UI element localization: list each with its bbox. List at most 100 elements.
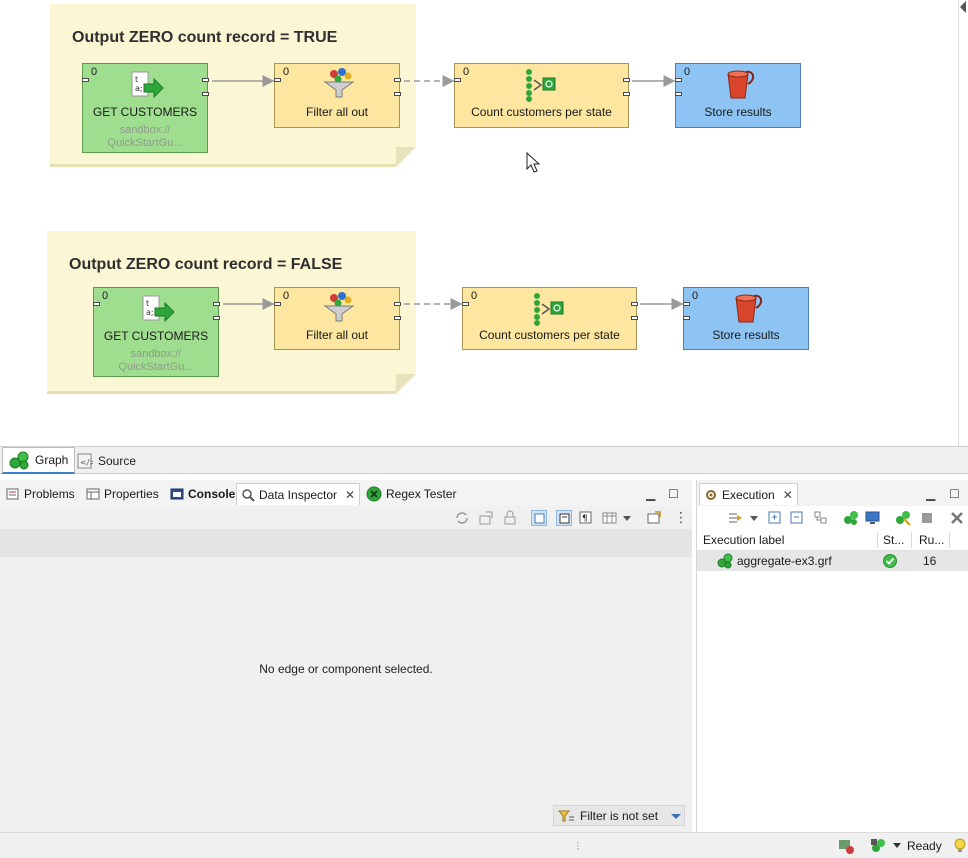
- tab-problems[interactable]: Problems: [2, 483, 79, 505]
- lightbulb-icon[interactable]: [954, 838, 966, 854]
- tree-icon[interactable]: [813, 510, 829, 526]
- component-label: Count customers per state: [479, 328, 620, 342]
- monitor-icon[interactable]: [865, 510, 881, 526]
- data-inspector-toolbar: ¶ ⋮: [0, 507, 692, 529]
- tab-regex-tester[interactable]: Regex Tester: [362, 483, 460, 505]
- graph-debug-icon[interactable]: [895, 510, 911, 526]
- collapse-all-icon[interactable]: [789, 510, 805, 526]
- input-port[interactable]: [462, 302, 469, 306]
- minimize-icon[interactable]: ▁: [646, 487, 656, 501]
- writer-bucket-icon: [735, 294, 762, 323]
- graph-status-icon[interactable]: [870, 838, 888, 854]
- output-port[interactable]: [623, 78, 630, 82]
- refresh-icon[interactable]: [454, 510, 470, 526]
- maximize-icon[interactable]: ☐: [949, 487, 960, 501]
- tab-label: Execution: [722, 487, 775, 502]
- remove-icon[interactable]: [949, 510, 965, 526]
- input-port[interactable]: [683, 302, 690, 306]
- record-header-strip: [0, 529, 692, 557]
- tab-source[interactable]: </> Source: [72, 447, 142, 474]
- output-port[interactable]: [394, 316, 401, 320]
- component-filter-2[interactable]: 0 Filter all out: [274, 287, 401, 350]
- input-port[interactable]: [274, 302, 281, 306]
- graph-canvas[interactable]: Output ZERO count record = TRUE 0 t a; G…: [0, 0, 958, 446]
- output-port[interactable]: [394, 302, 401, 306]
- column-header-status[interactable]: St...: [883, 533, 905, 547]
- component-label: Filter all out: [305, 105, 369, 119]
- view-records-icon[interactable]: [531, 510, 547, 526]
- output-port[interactable]: [394, 92, 401, 96]
- edges-row-1: [212, 75, 676, 87]
- input-port[interactable]: [93, 302, 100, 306]
- column-separator[interactable]: [877, 532, 878, 548]
- component-count-2[interactable]: 0 Count customers per state: [462, 287, 638, 350]
- column-separator[interactable]: [911, 532, 912, 548]
- input-port[interactable]: [454, 78, 461, 82]
- input-port[interactable]: [675, 78, 682, 82]
- pilcrow-icon[interactable]: ¶: [578, 510, 594, 526]
- chevron-down-icon[interactable]: [892, 842, 902, 850]
- collapse-left-icon[interactable]: [960, 1, 966, 13]
- tab-graph[interactable]: Graph: [2, 447, 76, 474]
- input-port[interactable]: [683, 316, 690, 320]
- output-port[interactable]: [631, 316, 638, 320]
- close-icon[interactable]: ✕: [345, 487, 356, 502]
- record-count: 0: [283, 290, 290, 302]
- open-window-icon[interactable]: [646, 510, 662, 526]
- component-filter-1[interactable]: 0 Filter all out: [274, 63, 401, 128]
- tab-console[interactable]: Console: [166, 483, 239, 505]
- output-port[interactable]: [394, 78, 401, 82]
- record-count: 0: [684, 66, 691, 78]
- output-port[interactable]: [202, 78, 209, 82]
- stop-icon[interactable]: [919, 510, 935, 526]
- tab-properties[interactable]: Properties: [82, 483, 163, 505]
- component-store-1[interactable]: 0 Store results: [675, 63, 801, 128]
- input-port[interactable]: [82, 78, 89, 82]
- execution-label: aggregate-ex3.grf: [737, 554, 832, 568]
- column-header-label[interactable]: Execution label: [703, 533, 785, 547]
- input-port[interactable]: [675, 92, 682, 96]
- tab-execution[interactable]: Execution ✕: [699, 483, 798, 505]
- dropdown-arrow-icon[interactable]: [749, 510, 765, 526]
- output-port[interactable]: [623, 92, 630, 96]
- graph-run-icon[interactable]: [843, 510, 859, 526]
- component-get-customers-2[interactable]: 0 t a; GET CUSTOMERS sandbox:// QuickSta…: [93, 287, 220, 377]
- output-port[interactable]: [631, 302, 638, 306]
- palette-toggle[interactable]: [958, 0, 968, 446]
- table-row[interactable]: aggregate-ex3.grf 16: [697, 551, 968, 571]
- more-options-icon[interactable]: ⋮: [674, 509, 688, 525]
- component-store-2[interactable]: 0 Store results: [683, 287, 809, 350]
- filter-dropdown[interactable]: Filter is not set: [553, 805, 685, 826]
- expand-all-icon[interactable]: [767, 510, 783, 526]
- output-port[interactable]: [202, 92, 209, 96]
- view-tab-bar: Problems Properties Console Data Inspect…: [0, 480, 692, 506]
- component-get-customers-1[interactable]: 0 t a; GET CUSTOMERS sandbox:// QuickSta…: [82, 63, 209, 153]
- component-label: Count customers per state: [471, 105, 612, 119]
- record-count: 0: [471, 290, 478, 302]
- column-separator[interactable]: [949, 532, 950, 548]
- dropdown-arrow-icon[interactable]: [622, 510, 638, 526]
- svg-text:</>: </>: [80, 458, 93, 467]
- run-list-icon[interactable]: [727, 510, 743, 526]
- component-count-1[interactable]: 0 Count customers per state: [454, 63, 630, 128]
- tab-data-inspector[interactable]: Data Inspector ✕: [236, 483, 361, 505]
- input-port[interactable]: [274, 78, 281, 82]
- filter-funnel-icon: [557, 810, 574, 821]
- execution-tab-bar: Execution ✕ ▁ ☐: [697, 480, 968, 506]
- table-columns-icon[interactable]: [602, 510, 618, 526]
- close-icon[interactable]: ✕: [782, 487, 793, 502]
- execution-table-header: Execution label St... Ru...: [697, 529, 968, 551]
- maximize-icon[interactable]: ☐: [668, 487, 679, 501]
- server-stopped-icon[interactable]: [838, 838, 854, 854]
- tab-label: Properties: [104, 487, 159, 501]
- output-port[interactable]: [213, 302, 220, 306]
- output-port[interactable]: [213, 316, 220, 320]
- text-view-icon[interactable]: [556, 510, 572, 526]
- minimize-icon[interactable]: ▁: [926, 487, 936, 501]
- svg-text:t: t: [135, 75, 138, 84]
- status-separator: ⁝: [576, 839, 580, 853]
- empty-state-message: No edge or component selected.: [259, 662, 433, 676]
- export-icon[interactable]: [478, 510, 494, 526]
- column-header-run[interactable]: Ru...: [919, 533, 945, 547]
- lock-icon[interactable]: [502, 510, 518, 526]
